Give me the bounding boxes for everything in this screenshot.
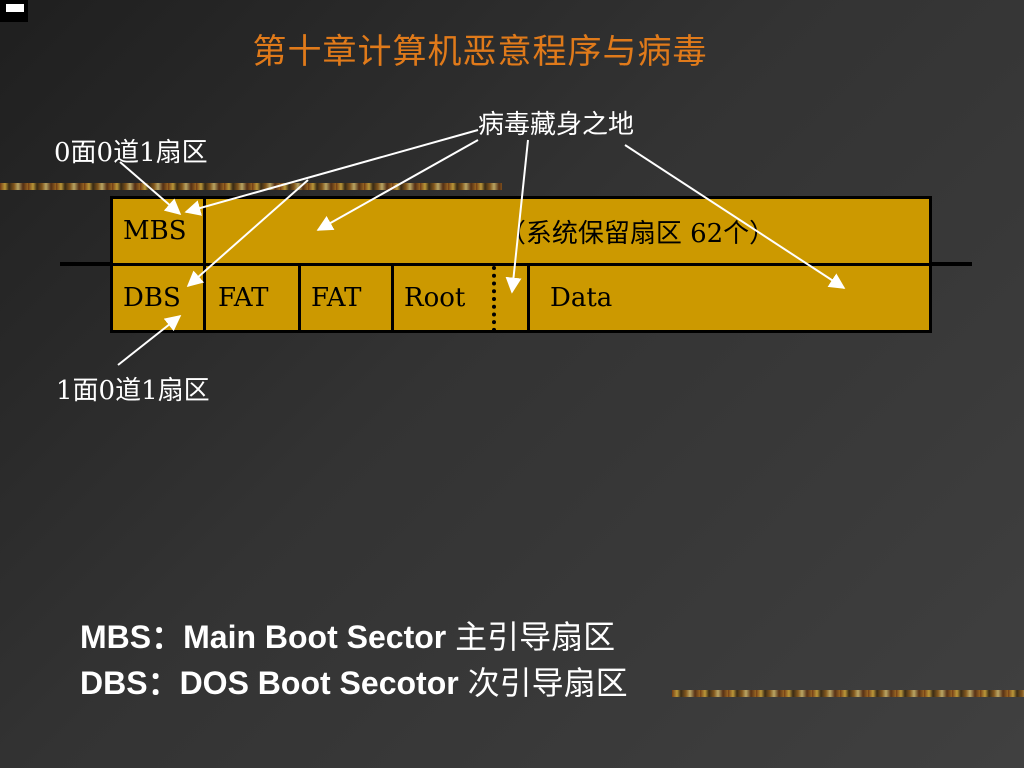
root-data-divider <box>492 266 496 332</box>
legend-mbs-cn: 主引导扇区 <box>455 618 616 656</box>
legend-mbs: MBS：Main Boot Sector 主引导扇区 <box>80 612 615 658</box>
fat1-cell: FAT <box>203 263 301 333</box>
decorative-line-bottom <box>672 690 1024 697</box>
legend-mbs-abbr: MBS：Main Boot Sector <box>80 619 447 655</box>
arrow-to-mbs <box>184 129 479 216</box>
dbs-label: DBS <box>123 283 181 313</box>
legend-dbs-abbr: DBS：DOS Boot Secotor <box>80 665 459 701</box>
dbs-cell: DBS <box>110 263 206 333</box>
corner-mark <box>0 0 28 22</box>
mbs-label: MBS <box>123 216 187 246</box>
arrow-to-data <box>624 144 846 289</box>
decorative-line-top <box>0 183 502 190</box>
data-cell: Data <box>527 263 932 333</box>
legend-dbs: DBS：DOS Boot Secotor 次引导扇区 <box>80 658 628 704</box>
reserved-sectors-label: （系统保留扇区 62个） <box>499 218 776 249</box>
slide-title: 第十章计算机恶意程序与病毒 <box>252 32 708 72</box>
mbs-cell: MBS <box>110 196 206 266</box>
sector-0-label: 0面0道1扇区 <box>54 138 208 168</box>
root-cell: Root <box>391 263 531 333</box>
virus-location-label: 病毒藏身之地 <box>478 110 635 140</box>
fat2-label: FAT <box>311 283 362 313</box>
arrow-to-dbs <box>186 179 309 288</box>
sector-1-label: 1面0道1扇区 <box>56 376 210 406</box>
arrow-sector0-to-mbs <box>119 161 182 216</box>
data-label: Data <box>550 283 613 313</box>
arrow-sector1-to-dbs <box>117 315 182 366</box>
fat2-cell: FAT <box>298 263 394 333</box>
fat1-label: FAT <box>218 283 269 313</box>
legend-dbs-cn: 次引导扇区 <box>467 664 628 702</box>
arrow-to-reserved <box>316 139 479 231</box>
arrow-to-gap <box>505 139 529 294</box>
root-label: Root <box>404 283 466 313</box>
